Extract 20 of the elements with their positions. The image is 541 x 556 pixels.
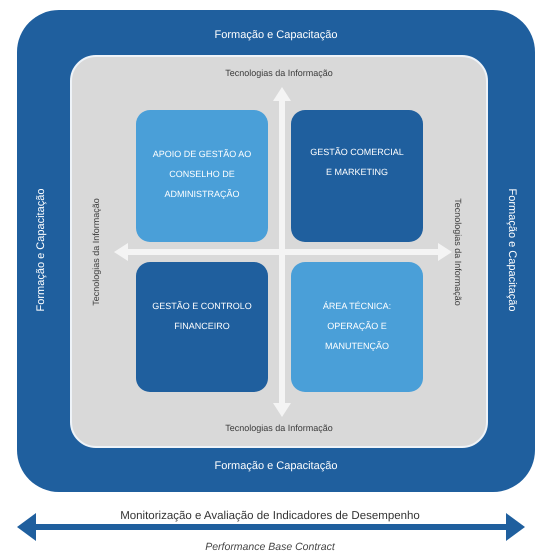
frame-label: Formação e Capacitação	[214, 460, 338, 472]
outer-frame	[17, 10, 535, 492]
frame-label: Formação e Capacitação	[35, 188, 47, 312]
quadrant-title: GESTÃO E CONTROLO FINANCEIRO	[152, 300, 252, 333]
frame-label: Formação e Capacitação	[214, 29, 338, 41]
quadrant-box	[136, 262, 268, 392]
quadrant-title: APOIO DE GESTÃO AO CONSELHO DE ADMINISTRAÇÃO	[152, 148, 252, 201]
frame-label: Tecnologias da Informação	[225, 68, 333, 78]
quadrant-box	[291, 262, 423, 392]
quadrant-title: GESTÃO COMERCIAL E MARKETING	[309, 146, 405, 179]
frame-label: Tecnologias da Informação	[91, 198, 101, 306]
inner-panel	[70, 55, 488, 448]
quadrant-box	[291, 110, 423, 242]
frame-label: Formação e Capacitação	[506, 188, 518, 312]
quadrant-title: ÁREA TÉCNICA: OPERAÇÃO E MANUTENÇÃO	[322, 300, 392, 353]
frame-label: Tecnologias da Informação	[225, 423, 333, 433]
frame-label: Tecnologias da Informação	[453, 198, 463, 306]
caption: Performance Base Contract	[205, 541, 335, 553]
arrow-label: Monitorização e Avaliação de Indicadores de Desempenho	[120, 510, 420, 522]
quadrant-box	[136, 110, 268, 242]
